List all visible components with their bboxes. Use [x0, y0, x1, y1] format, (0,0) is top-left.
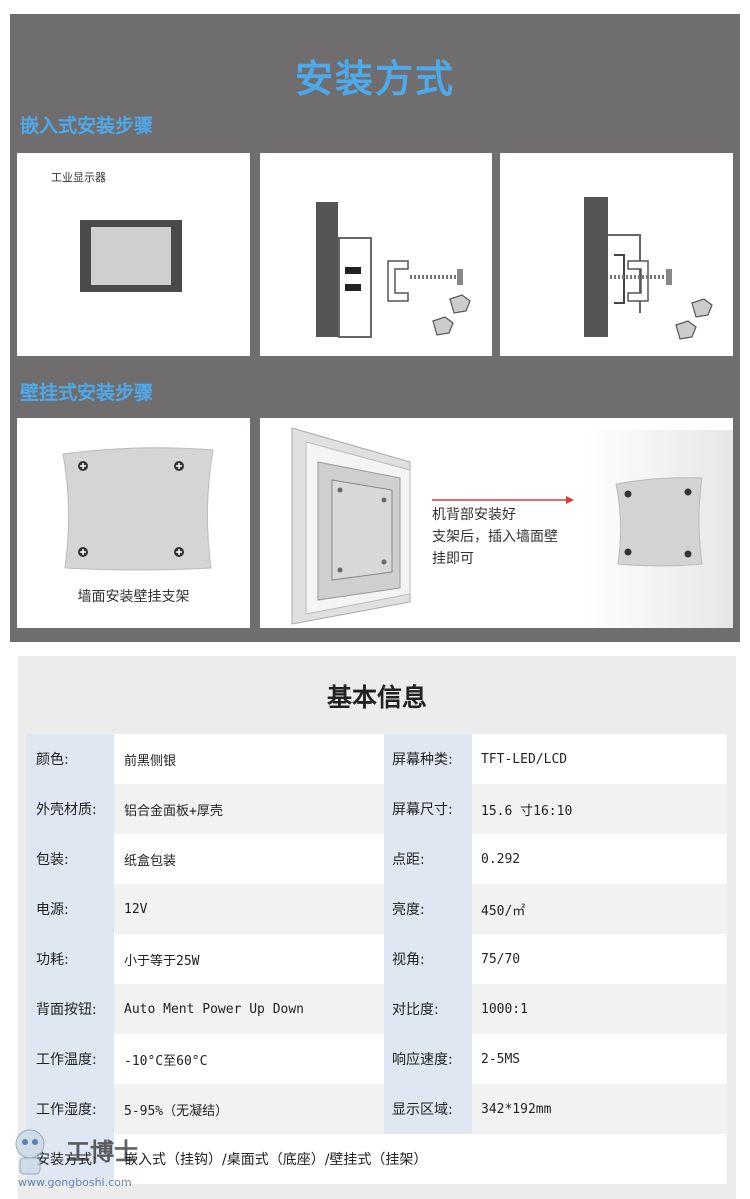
caption-line: 支架后，插入墙面壁 — [432, 529, 558, 545]
spec-label: 背面按钮: — [36, 1002, 97, 1018]
label-cell — [26, 1034, 114, 1084]
wall-bracket-illustration — [62, 447, 214, 571]
caption-line: 机背部安装好 — [432, 507, 516, 523]
install-title: 安装方式 — [294, 57, 455, 101]
svg-text:www.gongboshi.com: www.gongboshi.com — [18, 1176, 132, 1189]
label-cell — [26, 934, 114, 984]
spec-value: 15.6 寸16:10 — [481, 803, 573, 819]
basic-info-title: 基本信息 — [326, 683, 427, 712]
spec-row: 颜色: 前黑侧银 屏幕种类: TFT-LED/LCD — [26, 734, 727, 784]
gongboshi-logo: 工博士 www.gongboshi.com — [8, 1114, 148, 1194]
spec-row: 功耗: 小于等于25W 视角: 75/70 — [26, 934, 727, 984]
spec-row: 背面按钮: Auto Ment Power Up Down 对比度: 1000:… — [26, 984, 727, 1034]
spec-label: 电源: — [36, 902, 69, 918]
spec-value: TFT-LED/LCD — [481, 751, 568, 767]
spec-label: 点距: — [392, 852, 425, 868]
embed-step-1-illustration — [316, 202, 471, 338]
spec-value: 12V — [124, 901, 148, 917]
spec-value: 1000:1 — [481, 1001, 528, 1017]
spec-row: 工作湿度: 5-95%（无凝结） 显示区域: 342*192mm — [26, 1084, 727, 1134]
label-cell — [384, 984, 472, 1034]
label-cell — [384, 884, 472, 934]
spec-label: 安装方式: — [36, 1152, 97, 1168]
wall-mount-illustration — [291, 427, 733, 628]
label-cell — [26, 984, 114, 1034]
spec-value: 嵌入式（挂钩）/桌面式（底座）/壁挂式（挂架） — [124, 1152, 428, 1168]
spec-value: 铝合金面板+厚壳 — [124, 803, 223, 819]
label-cell — [384, 834, 472, 884]
spec-label: 显示区域: — [392, 1102, 453, 1118]
wall-install-title: 壁挂式安装步骤 — [20, 382, 154, 404]
label-cell — [384, 784, 472, 834]
label-cell — [384, 1084, 472, 1134]
embed-install-title: 嵌入式安装步骤 — [20, 115, 154, 137]
spec-value: 0.292 — [481, 851, 521, 867]
robot-icon: 工博士 www.gongboshi.com — [15, 1129, 138, 1189]
spec-value: Auto Ment Power Up Down — [124, 1001, 305, 1017]
spec-row-install: 安装方式: 嵌入式（挂钩）/桌面式（底座）/壁挂式（挂架） — [26, 1134, 727, 1184]
spec-label: 屏幕种类: — [392, 752, 453, 768]
spec-row: 电源: 12V 亮度: 450/㎡ — [26, 884, 727, 934]
monitor-panel: 工业显示器 — [17, 153, 250, 356]
spec-label: 颜色: — [36, 752, 69, 768]
wall-mount-panel: 机背部安装好 支架后，插入墙面壁 挂即可 — [260, 418, 733, 628]
wall-bracket-panel: 墙面安装壁挂支架 — [17, 418, 250, 628]
spec-label: 功耗: — [36, 952, 69, 968]
spec-label: 包装: — [36, 852, 69, 868]
spec-row: 外壳材质: 铝合金面板+厚壳 屏幕尺寸: 15.6 寸16:10 — [26, 784, 727, 834]
svg-text:工博士: 工博士 — [66, 1137, 138, 1166]
monitor-illustration — [80, 220, 182, 292]
caption-line: 挂即可 — [432, 551, 474, 567]
label-cell — [26, 1084, 114, 1134]
label-cell — [384, 1034, 472, 1084]
spec-value: 2-5MS — [481, 1051, 521, 1067]
spec-label: 工作湿度: — [36, 1102, 97, 1118]
monitor-label: 工业显示器 — [51, 171, 106, 184]
spec-row: 包装: 纸盒包装 点距: 0.292 — [26, 834, 727, 884]
wall-mount-caption: 机背部安装好 支架后，插入墙面壁 挂即可 — [432, 504, 572, 570]
spec-value: 小于等于25W — [124, 953, 200, 969]
embed-step-2-panel — [500, 153, 733, 356]
label-cell — [26, 784, 114, 834]
install-section: 安装方式 嵌入式安装步骤 工业显示器 — [10, 14, 740, 642]
label-cell — [26, 734, 114, 784]
basic-info-section: 基本信息 颜色: 前黑侧银 屏幕种类: TFT-LED/LCD 外壳材质: 铝合… — [18, 656, 736, 1199]
wall-bracket-label: 墙面安装壁挂支架 — [77, 589, 190, 605]
spec-row: 工作温度: -10°C至60°C 响应速度: 2-5MS — [26, 1034, 727, 1084]
spec-label: 响应速度: — [392, 1052, 453, 1068]
spec-label: 对比度: — [392, 1002, 439, 1018]
embed-step-1-panel — [260, 153, 492, 356]
spec-label: 视角: — [392, 952, 425, 968]
spec-value: 75/70 — [481, 951, 521, 967]
spec-label: 工作温度: — [36, 1052, 97, 1068]
label-cell — [384, 734, 472, 784]
label-cell — [26, 884, 114, 934]
spec-label: 屏幕尺寸: — [392, 802, 453, 818]
spec-value: 342*192mm — [481, 1101, 552, 1117]
spec-label: 外壳材质: — [36, 802, 97, 818]
label-cell — [384, 934, 472, 984]
spec-value: 纸盒包装 — [124, 853, 177, 869]
label-cell — [26, 834, 114, 884]
spec-value: 5-95%（无凝结） — [124, 1103, 229, 1119]
spec-value: -10°C至60°C — [124, 1053, 208, 1069]
spec-label: 亮度: — [392, 902, 425, 918]
embed-step-2-illustration — [584, 197, 713, 340]
spec-value: 前黑侧银 — [124, 753, 177, 769]
spec-value: 450/㎡ — [481, 903, 526, 919]
